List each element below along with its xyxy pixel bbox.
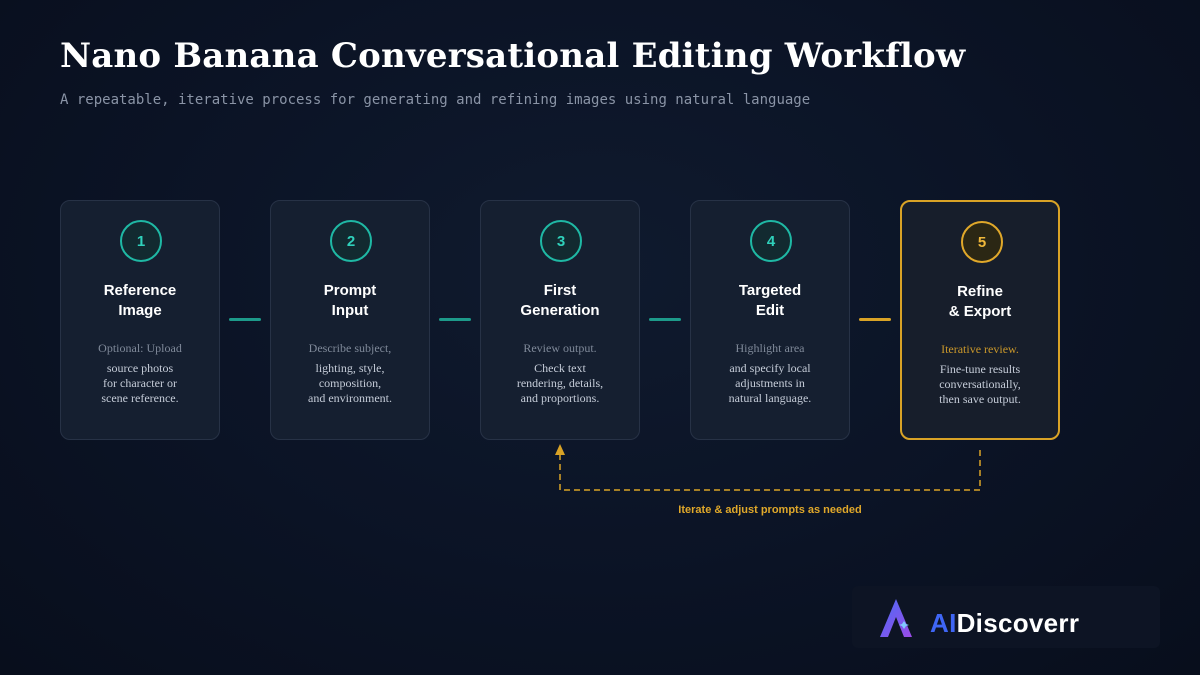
step-card-3: 3 First Generation Review output. Check … <box>480 200 640 440</box>
page-title: Nano Banana Conversational Editing Workf… <box>60 36 966 76</box>
step-card-4: 4 Targeted Edit Highlight area and speci… <box>690 200 850 440</box>
step-description: Check text rendering, details, and propo… <box>516 361 604 405</box>
step-title: First Generation <box>520 282 600 319</box>
brand-logo-icon <box>880 599 912 637</box>
step-card-1: 1 Reference Image Optional: Upload sourc… <box>60 200 220 440</box>
page-subtitle: A repeatable, iterative process for gene… <box>60 92 811 108</box>
connector-3-4 <box>649 318 681 321</box>
step-card-2: 2 Prompt Input Describe subject, lightin… <box>270 200 430 440</box>
step-number-badge: 5 <box>961 221 1003 263</box>
step-number-badge: 1 <box>120 220 162 262</box>
step-lead: Iterative review. <box>941 342 1019 356</box>
brand-badge: AIDiscoverr <box>852 586 1160 648</box>
step-number-badge: 4 <box>750 220 792 262</box>
connector-1-2 <box>229 318 261 321</box>
step-description: lighting, style, composition, and enviro… <box>308 361 392 405</box>
step-description: Fine-tune results conversationally, then… <box>939 362 1021 406</box>
step-number-badge: 3 <box>540 220 582 262</box>
step-title: Prompt Input <box>323 282 377 319</box>
step-number-badge: 2 <box>330 220 372 262</box>
step-lead: Optional: Upload <box>98 341 182 355</box>
step-lead: Describe subject, <box>308 341 392 355</box>
brand-prefix: AI <box>930 608 957 638</box>
loop-path <box>559 450 981 491</box>
loop-label: Iterate & adjust prompts as needed <box>678 504 862 516</box>
step-description: source photos for character or scene ref… <box>101 361 179 405</box>
step-card-5: 5 Refine & Export Iterative review. Fine… <box>900 200 1060 440</box>
step-title: Refine & Export <box>948 283 1012 320</box>
connector-2-3 <box>439 318 471 321</box>
brand-suffix: Discoverr <box>956 608 1080 638</box>
step-title: Targeted Edit <box>738 282 802 319</box>
step-lead: Highlight area <box>735 341 805 355</box>
step-description: and specify local adjustments in natural… <box>728 361 812 405</box>
step-title: Reference Image <box>103 282 177 319</box>
connector-4-5 <box>859 318 891 321</box>
brand-name: AIDiscoverr <box>930 608 1079 639</box>
loop-arrowhead <box>555 444 565 455</box>
step-lead: Review output. <box>523 341 597 355</box>
